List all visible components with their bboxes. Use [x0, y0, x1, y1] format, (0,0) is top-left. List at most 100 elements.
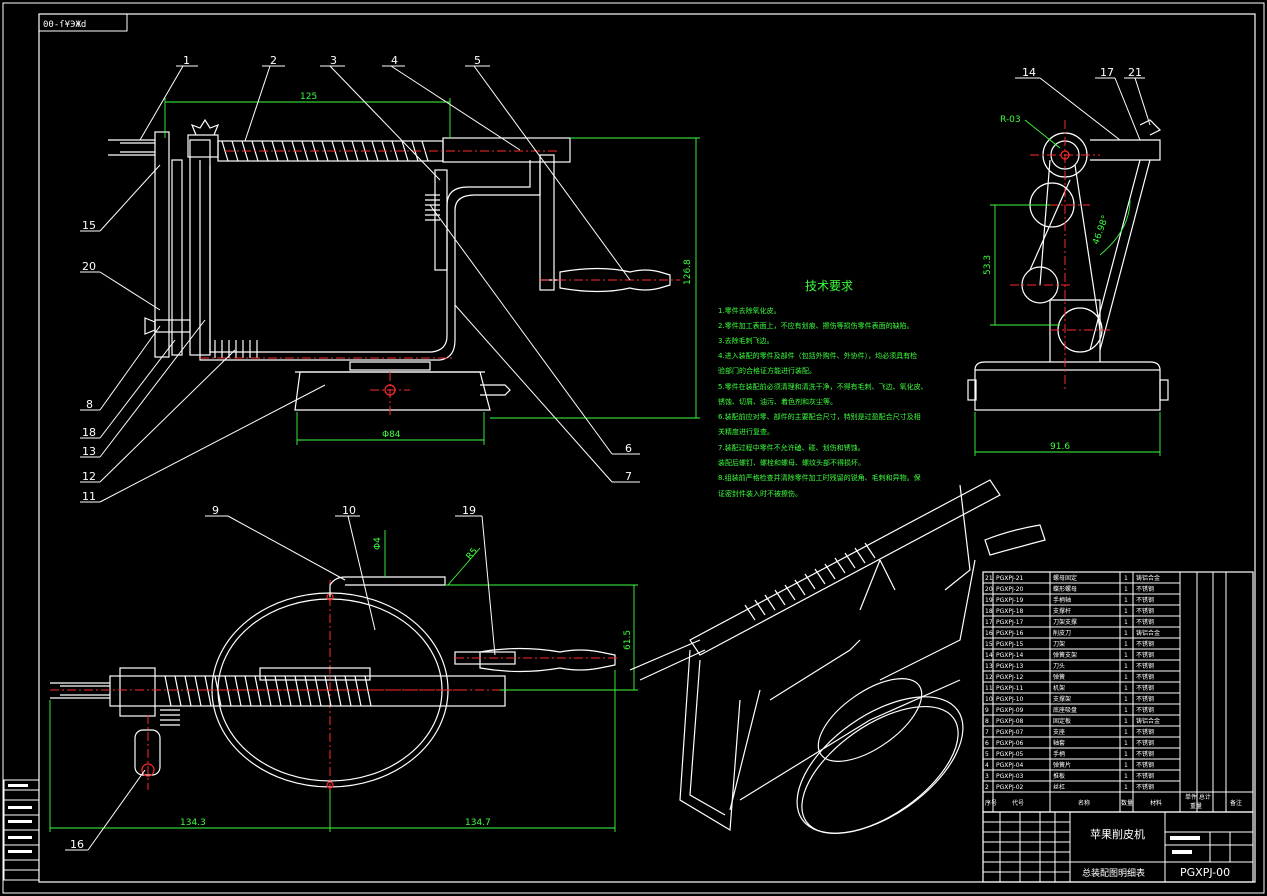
bom-qty: 1: [1124, 663, 1128, 670]
bom-qty: 1: [1124, 641, 1128, 648]
bom-code: PGXPJ-07: [996, 729, 1024, 736]
tech-req-line: 关精度进行复查。: [718, 427, 774, 436]
bom-mat: 不锈钢: [1136, 585, 1154, 593]
side-view: [967, 119, 1169, 411]
bom-qty: 1: [1124, 696, 1128, 703]
bom-mat: 不锈钢: [1136, 739, 1154, 747]
bom-code: PGXPJ-08: [996, 718, 1024, 725]
top-view-balloons: 9 10 19 16: [65, 504, 496, 851]
bom-no: 15: [985, 641, 993, 648]
bom-code: PGXPJ-16: [996, 630, 1024, 637]
tech-req-line: 7.装配过程中零件不允许磕、碰、划伤和锈蚀。: [718, 443, 865, 452]
bom-code: PGXPJ-17: [996, 619, 1024, 626]
bom-code: PGXPJ-19: [996, 597, 1024, 604]
bom-qty: 1: [1124, 685, 1128, 692]
bom-name: 螺母固定: [1053, 574, 1077, 582]
bom-qty: 1: [1124, 707, 1128, 714]
bom-no: 21: [985, 575, 993, 582]
bom-code: PGXPJ-15: [996, 641, 1024, 648]
tech-req-line: 3.去除毛刺飞边。: [718, 336, 774, 345]
bom-no: 8: [985, 718, 989, 725]
tech-req-line: 5.零件在装配前必须清理和清洗干净，不得有毛刺、飞边、氧化皮、: [718, 382, 928, 391]
balloon-14: 14: [1022, 66, 1036, 79]
bom-code: PGXPJ-20: [996, 586, 1024, 593]
bom-code: PGXPJ-03: [996, 773, 1024, 780]
dim-side-width: 91.6: [1050, 442, 1070, 452]
balloon-13: 13: [82, 445, 96, 458]
bom-qty: 1: [1124, 630, 1128, 637]
balloon-17: 17: [1100, 66, 1114, 79]
bom-code: PGXPJ-10: [996, 696, 1024, 703]
bom-header-qty: 数量: [1121, 799, 1133, 807]
bom-code: PGXPJ-12: [996, 674, 1024, 681]
bom-name: 支撑杆: [1053, 607, 1071, 615]
bom-mat: 不锈钢: [1136, 673, 1154, 681]
bom-no: 16: [985, 630, 993, 637]
bom-no: 11: [985, 685, 993, 692]
bom-qty: 1: [1124, 773, 1128, 780]
bom-no: 12: [985, 674, 993, 681]
bom-qty: 1: [1124, 784, 1128, 791]
bom-name: 支座: [1053, 728, 1065, 736]
balloon-3: 3: [330, 54, 337, 67]
top-view: [50, 576, 620, 800]
bom-qty: 1: [1124, 575, 1128, 582]
bom-name: 底座吸盘: [1053, 706, 1077, 714]
bom-no: 9: [985, 707, 989, 714]
dim-front-height: 126.8: [683, 259, 693, 285]
bom-mat: 不锈钢: [1136, 607, 1154, 615]
dim-side-height: 53.3: [983, 255, 993, 275]
bom-mat: 不锈钢: [1136, 662, 1154, 670]
bom-header-code: 代号: [1012, 799, 1024, 807]
bom-name: 手柄轴: [1053, 596, 1071, 604]
dim-top-view-phi: Φ4: [373, 537, 383, 550]
tech-req-line: 6.装配前应对零、部件的主要配合尺寸，特别是过盈配合尺寸及相: [718, 412, 921, 421]
bom-name: 弹簧支架: [1053, 651, 1077, 659]
bom-header-weight-sub: 重量: [1190, 802, 1202, 810]
dim-bottom-right: 134.7: [465, 818, 491, 828]
bom-header: 序号 代号 名称 数量 材料 单件 总计 重量 备注: [985, 793, 1242, 810]
bom-no: 3: [985, 773, 989, 780]
bom-name: 推板: [1053, 772, 1065, 780]
bom-qty: 1: [1124, 586, 1128, 593]
balloon-16: 16: [70, 838, 84, 851]
bom-name: 弹簧: [1053, 673, 1065, 681]
bom-name: 弹簧片: [1053, 761, 1071, 769]
dim-front-width: 125: [300, 92, 317, 102]
dim-bottom-left: 134.3: [180, 818, 206, 828]
balloon-15: 15: [82, 219, 96, 232]
bom-code: PGXPJ-05: [996, 751, 1024, 758]
tech-req-line: 验部门的合格证方能进行装配。: [718, 366, 816, 375]
bom-name: 刀头: [1053, 662, 1065, 670]
bom-code: PGXPJ-18: [996, 608, 1024, 615]
bom-name: 削皮刀: [1053, 629, 1071, 637]
bom-no: 14: [985, 652, 993, 659]
balloon-10: 10: [342, 504, 356, 517]
balloon-8: 8: [86, 398, 93, 411]
bom-name: 丝杠: [1053, 783, 1065, 791]
bom-name: 蝶形螺母: [1053, 585, 1077, 593]
bom-mat: 不锈钢: [1136, 761, 1154, 769]
dim-top-view-r: R5: [465, 546, 480, 562]
front-view-dimensions: 125 126.8 Φ84: [164, 92, 700, 445]
balloon-2: 2: [270, 54, 277, 67]
bom-no: 4: [985, 762, 989, 769]
balloon-7: 7: [625, 470, 632, 483]
sheet-title: 总装配图明细表: [1082, 867, 1145, 879]
bom-code: PGXPJ-04: [996, 762, 1024, 769]
bom-header-mat: 材料: [1150, 799, 1162, 807]
dim-side-angle: 46.98°: [1091, 214, 1111, 246]
balloon-5: 5: [474, 54, 481, 67]
bom-header-weight: 单件 总计: [1185, 793, 1211, 801]
balloon-12: 12: [82, 470, 96, 483]
bom-code: PGXPJ-02: [996, 784, 1024, 791]
balloon-18: 18: [82, 426, 96, 439]
bom-qty: 1: [1124, 740, 1128, 747]
dim-top-view-height: 61.5: [623, 630, 633, 650]
dim-base-diameter: Φ84: [382, 430, 401, 440]
bom-mat: 不锈钢: [1136, 772, 1154, 780]
bom-no: 7: [985, 729, 989, 736]
bom-qty: 1: [1124, 608, 1128, 615]
